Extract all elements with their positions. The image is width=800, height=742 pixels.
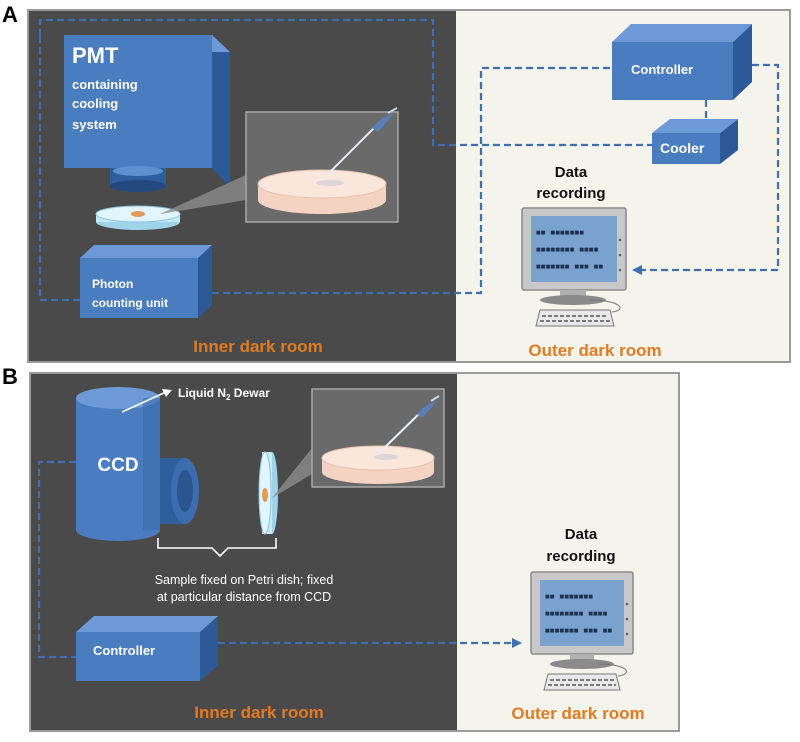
connector-ccd-controller xyxy=(37,460,76,659)
zoom-callout-b xyxy=(272,448,312,498)
controller-b-label: Controller xyxy=(93,643,155,658)
panel-b-letter: B xyxy=(2,364,18,389)
dewar-pointer-arrowhead xyxy=(162,389,172,397)
distance-brace xyxy=(157,538,277,558)
sample-note-line1: Sample fixed on Petri dish; fixed xyxy=(155,573,334,587)
petri-dish-b xyxy=(258,451,278,535)
screen-text-a: ■■ ■■■■■■■ ■■■■■■■■ ■■■■ ■■■■■■■ ■■■ ■■ xyxy=(536,229,603,272)
pipette-b xyxy=(377,395,440,455)
controller-b: Controller xyxy=(76,616,218,681)
petri-dish-a xyxy=(95,205,181,230)
data-recording-b-line2: recording xyxy=(546,548,615,565)
pmt-line3: system xyxy=(72,117,117,132)
pmt-line2: cooling xyxy=(72,96,118,111)
sample-note-line2: at particular distance from CCD xyxy=(157,590,331,604)
computer-b: ■■ ■■■■■■■ ■■■■■■■■ ■■■■ ■■■■■■■ ■■■ ■■ xyxy=(530,571,634,691)
svg-text:■■ ■■■■■■■: ■■ ■■■■■■■ xyxy=(536,229,584,238)
photon-counting-unit: Photon counting unit xyxy=(80,245,212,318)
pmt-title: PMT xyxy=(72,43,119,68)
data-recording-b-line1: Data xyxy=(565,526,598,543)
panel-a: A PMT containing cooling system xyxy=(2,2,791,363)
svg-text:■■■■■■■■ ■■■■: ■■■■■■■■ ■■■■ xyxy=(536,246,599,255)
dewar-label: Liquid N2 Dewar xyxy=(178,386,270,402)
pmt-line1: containing xyxy=(72,77,138,92)
panel-b-border xyxy=(29,372,680,732)
svg-text:■■■■■■■ ■■■ ■■: ■■■■■■■ ■■■ ■■ xyxy=(545,627,612,636)
outer-room-label-b: Outer dark room xyxy=(511,704,644,723)
dewar-pointer-line xyxy=(121,391,167,413)
inner-room-label-a: Inner dark room xyxy=(193,337,322,356)
cooler-label: Cooler xyxy=(660,140,705,156)
pmt-box: PMT containing cooling system xyxy=(64,35,230,192)
dewar-prefix: Liquid N xyxy=(178,386,226,400)
dewar-subscript: 2 xyxy=(226,393,231,402)
pipette-a xyxy=(321,107,398,181)
controller-a-label: Controller xyxy=(631,62,693,77)
screen-text-b: ■■ ■■■■■■■ ■■■■■■■■ ■■■■ ■■■■■■■ ■■■ ■■ xyxy=(545,593,612,636)
outer-room-label-a: Outer dark room xyxy=(528,341,661,360)
data-recording-a-line1: Data xyxy=(555,164,588,181)
computer-a: ■■ ■■■■■■■ ■■■■■■■■ ■■■■ ■■■■■■■ ■■■ ■■ xyxy=(521,207,627,327)
petri-zoom-a xyxy=(257,169,387,214)
cooler: Cooler xyxy=(652,119,738,164)
ccd-camera: CCD xyxy=(76,387,199,541)
zoom-callout-a xyxy=(160,175,246,214)
inner-room-label-b: Inner dark room xyxy=(194,703,323,722)
panel-b: B CCD Liquid N2 Dewar xyxy=(2,364,680,732)
controller-a: Controller xyxy=(612,24,752,100)
dewar-suffix: Dewar xyxy=(230,386,270,400)
connector-pmt-cooler xyxy=(38,18,652,147)
connector-pmt-photon xyxy=(38,36,80,302)
connector-photon-controller xyxy=(212,66,612,295)
photon-line1: Photon xyxy=(92,277,133,291)
svg-text:■■ ■■■■■■■: ■■ ■■■■■■■ xyxy=(545,593,593,602)
panel-a-border xyxy=(27,9,791,363)
connector-controller-data-a xyxy=(632,63,780,275)
svg-text:■■■■■■■ ■■■ ■■: ■■■■■■■ ■■■ ■■ xyxy=(536,263,603,272)
petri-zoom-b xyxy=(321,445,435,484)
photon-line2: counting unit xyxy=(92,296,168,310)
outer-dark-room-b xyxy=(457,373,679,731)
data-recording-a-line2: recording xyxy=(536,185,605,202)
ccd-label: CCD xyxy=(97,455,138,476)
svg-text:■■■■■■■■ ■■■■: ■■■■■■■■ ■■■■ xyxy=(545,610,608,619)
panel-a-letter: A xyxy=(2,2,18,27)
